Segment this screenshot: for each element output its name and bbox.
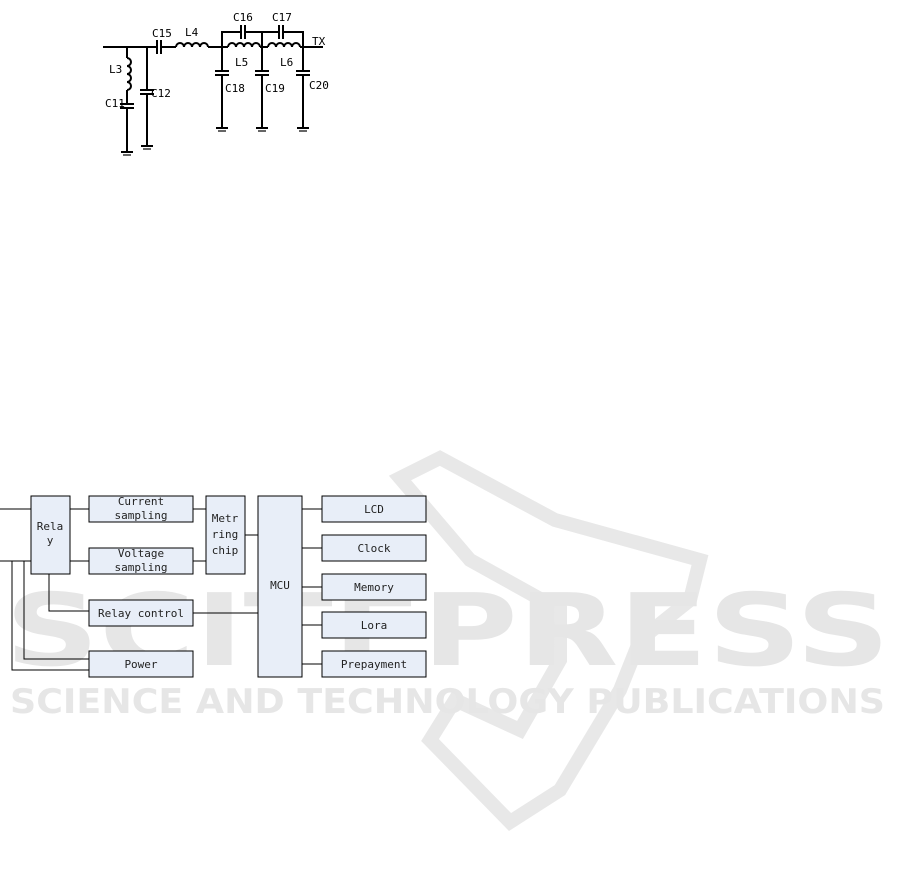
l3-inductor — [127, 58, 131, 90]
c16-wire-left — [222, 32, 241, 47]
label-l4: L4 — [185, 26, 199, 39]
relay-label-line2: y — [47, 534, 54, 547]
memory-label: Memory — [354, 581, 394, 594]
label-c12: C12 — [151, 87, 171, 100]
l6-inductor — [268, 43, 300, 47]
mcu-label: MCU — [270, 579, 290, 592]
label-tx: TX — [312, 35, 326, 48]
voltage-sampling-line1: Voltage — [118, 547, 164, 560]
label-c19: C19 — [265, 82, 285, 95]
l5-inductor — [228, 43, 260, 47]
current-sampling-line2: sampling — [115, 509, 168, 522]
label-c18: C18 — [225, 82, 245, 95]
relay-label-line1: Rela — [37, 520, 64, 533]
power-label: Power — [124, 658, 157, 671]
label-c15: C15 — [152, 27, 172, 40]
current-sampling-line1: Current — [118, 495, 164, 508]
label-l3: L3 — [109, 63, 122, 76]
voltage-sampling-line2: sampling — [115, 561, 168, 574]
lcd-label: LCD — [364, 503, 384, 516]
label-l5: L5 — [235, 56, 248, 69]
label-l6: L6 — [280, 56, 293, 69]
relay-control-label: Relay control — [98, 607, 184, 620]
label-c20: C20 — [309, 79, 329, 92]
label-c17: C17 — [272, 11, 292, 24]
label-c11: C11 — [105, 97, 125, 110]
metering-chip-line2: ring — [212, 528, 239, 541]
clock-label: Clock — [357, 542, 390, 555]
lc-filter-schematic: C15 L4 C16 C17 TX L3 C11 C12 L5 L6 C18 C… — [103, 11, 329, 155]
metering-chip-line3: chip — [212, 544, 239, 557]
prepayment-label: Prepayment — [341, 658, 407, 671]
watermark-tagline: SCIENCE AND TECHNOLOGY PUBLICATIONS — [10, 682, 885, 722]
metering-chip-line1: Metr — [212, 512, 239, 525]
label-c16: C16 — [233, 11, 253, 24]
lora-label: Lora — [361, 619, 388, 632]
l4-inductor — [176, 43, 208, 47]
